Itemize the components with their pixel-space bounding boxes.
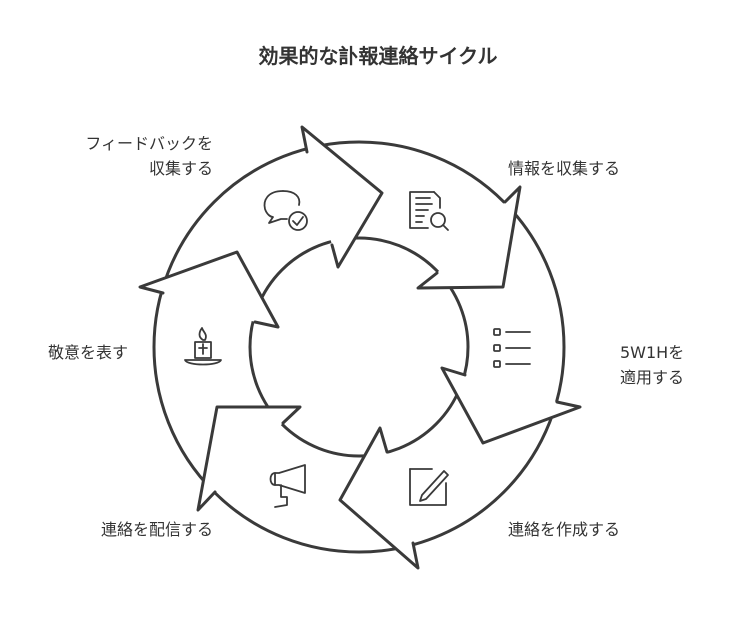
diagram-title: 効果的な訃報連絡サイクル (258, 44, 498, 68)
step-label-collect-feedback: フィードバックを 収集する (85, 131, 213, 181)
step-label-pay-respect: 敬意を表す (47, 343, 128, 362)
step-label-distribute-message: 連絡を配信する (100, 520, 213, 539)
arrow-head-5 (196, 405, 302, 512)
step-label-apply-5w1h: 5W1Hを 適用する (620, 340, 684, 390)
checklist-icon (493, 328, 531, 368)
label-line: 5W1Hを (620, 343, 685, 362)
arrow-head-2 (416, 185, 522, 290)
arrow-head-6 (138, 250, 280, 329)
arrow-head-3 (440, 366, 582, 445)
document-search-icon (409, 191, 449, 231)
label-line: フィードバックを (85, 134, 213, 153)
step-label-create-message: 連絡を作成する (508, 520, 621, 539)
megaphone-icon (269, 464, 306, 508)
arrow-head-1 (300, 125, 384, 269)
candle-icon (184, 327, 222, 366)
label-line: 収集する (148, 159, 213, 178)
inner-ring (248, 236, 470, 458)
label-line: 適用する (620, 368, 685, 387)
edit-pencil-icon (409, 468, 449, 506)
arrow-head-4 (338, 426, 420, 570)
step-label-collect-info: 情報を収集する (508, 159, 621, 178)
chat-check-icon (263, 190, 308, 231)
